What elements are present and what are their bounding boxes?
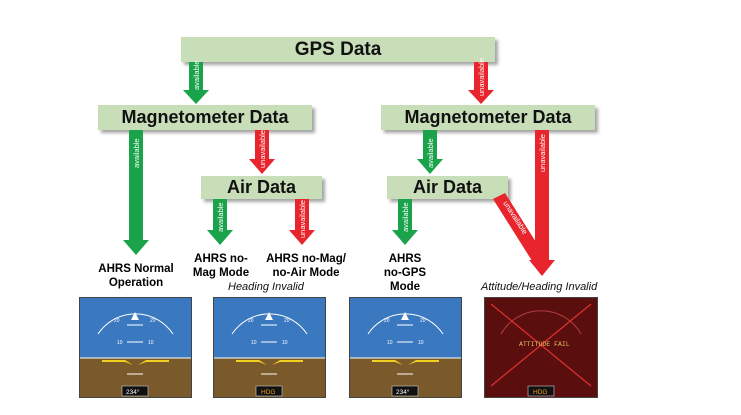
mode-no-mag-air-caption: AHRS no-Mag/ no-Air Mode [258,252,354,280]
arrow-gps-to-mag-right: unavailable [468,58,494,104]
heading-flag: HDG [533,389,547,396]
arrow-air-left-to-no-mag: available [207,199,233,245]
air-data-node-left: Air Data [201,176,322,199]
pitch-label-20: 20 [150,318,156,324]
mode-no-gps-caption: AHRS no-GPS Mode [372,252,438,294]
attitude-indicator-fail: ATTITUDE FAIL HDG [484,297,598,398]
pitch-label-10: 10 [251,340,257,346]
pitch-label-20: 20 [284,318,290,324]
edge-label-unavailable: unavailable [477,58,486,96]
mode-no-mag-air-line2: no-Air Mode [272,267,340,279]
attitude-fail-text: ATTITUDE FAIL [519,341,570,348]
edge-label-unavailable: unavailable [538,134,547,172]
arrow-mag-right-to-fail: unavailable [529,130,555,276]
magnetometer-data-node-left: Magnetometer Data [98,105,312,130]
mode-normal-line1: AHRS Normal [98,263,174,275]
edge-label-available: available [401,202,410,232]
pitch-label-20: 20 [420,318,426,324]
edge-label-unavailable: unavailable [298,200,307,238]
mode-no-gps-line3: Mode [389,281,421,293]
arrow-air-left-to-no-mag-air: unavailable [289,199,315,245]
mode-no-mag-line1: AHRS no- [194,253,248,265]
edge-label-available: available [132,138,141,168]
mode-no-gps-line1: AHRS [388,253,422,265]
mode-normal-line2: Operation [108,277,164,289]
pitch-label-10: 10 [418,340,424,346]
arrow-air-right-to-no-gps: available [392,199,418,245]
heading-invalid-note: Heading Invalid [228,281,304,293]
pitch-label-20: 20 [384,318,390,324]
pitch-label-10: 10 [148,340,154,346]
arrow-gps-to-mag-left: available [183,60,209,104]
pitch-label-10: 10 [282,340,288,346]
mode-no-mag-line2: Mag Mode [192,267,250,279]
air-data-node-right: Air Data [387,176,508,199]
pitch-label-10: 10 [117,340,123,346]
edge-label-available: available [192,60,201,90]
mode-normal-caption: AHRS Normal Operation [88,262,184,290]
pitch-label-20: 20 [248,318,254,324]
mode-no-mag-caption: AHRS no- Mag Mode [186,252,256,280]
arrow-mag-left-to-normal: available [123,130,149,255]
gps-data-node: GPS Data [181,37,495,62]
attitude-indicator-normal: 20 20 10 10 234° [79,297,192,398]
attitude-heading-invalid-note: Attitude/Heading Invalid [481,281,598,293]
arrow-mag-left-to-air-left: unavailable [249,130,275,174]
edge-label-available: available [216,202,225,232]
heading-readout: 234° [126,388,140,396]
edge-label-unavailable: unavailable [258,130,267,168]
attitude-indicator-heading-invalid: 20 20 10 10 HDG [213,297,326,398]
mode-no-mag-air-line1: AHRS no-Mag/ [266,253,346,265]
pitch-label-10: 10 [387,340,393,346]
attitude-indicator-no-gps: 20 20 10 10 234° [349,297,462,398]
heading-flag: HDG [261,389,275,396]
pitch-label-20: 20 [114,318,120,324]
magnetometer-data-node-right: Magnetometer Data [381,105,595,130]
arrow-mag-right-to-air-right: available [417,130,443,174]
heading-readout: 234° [396,388,410,396]
mode-no-gps-line2: no-GPS [383,267,427,279]
edge-label-available: available [426,138,435,168]
